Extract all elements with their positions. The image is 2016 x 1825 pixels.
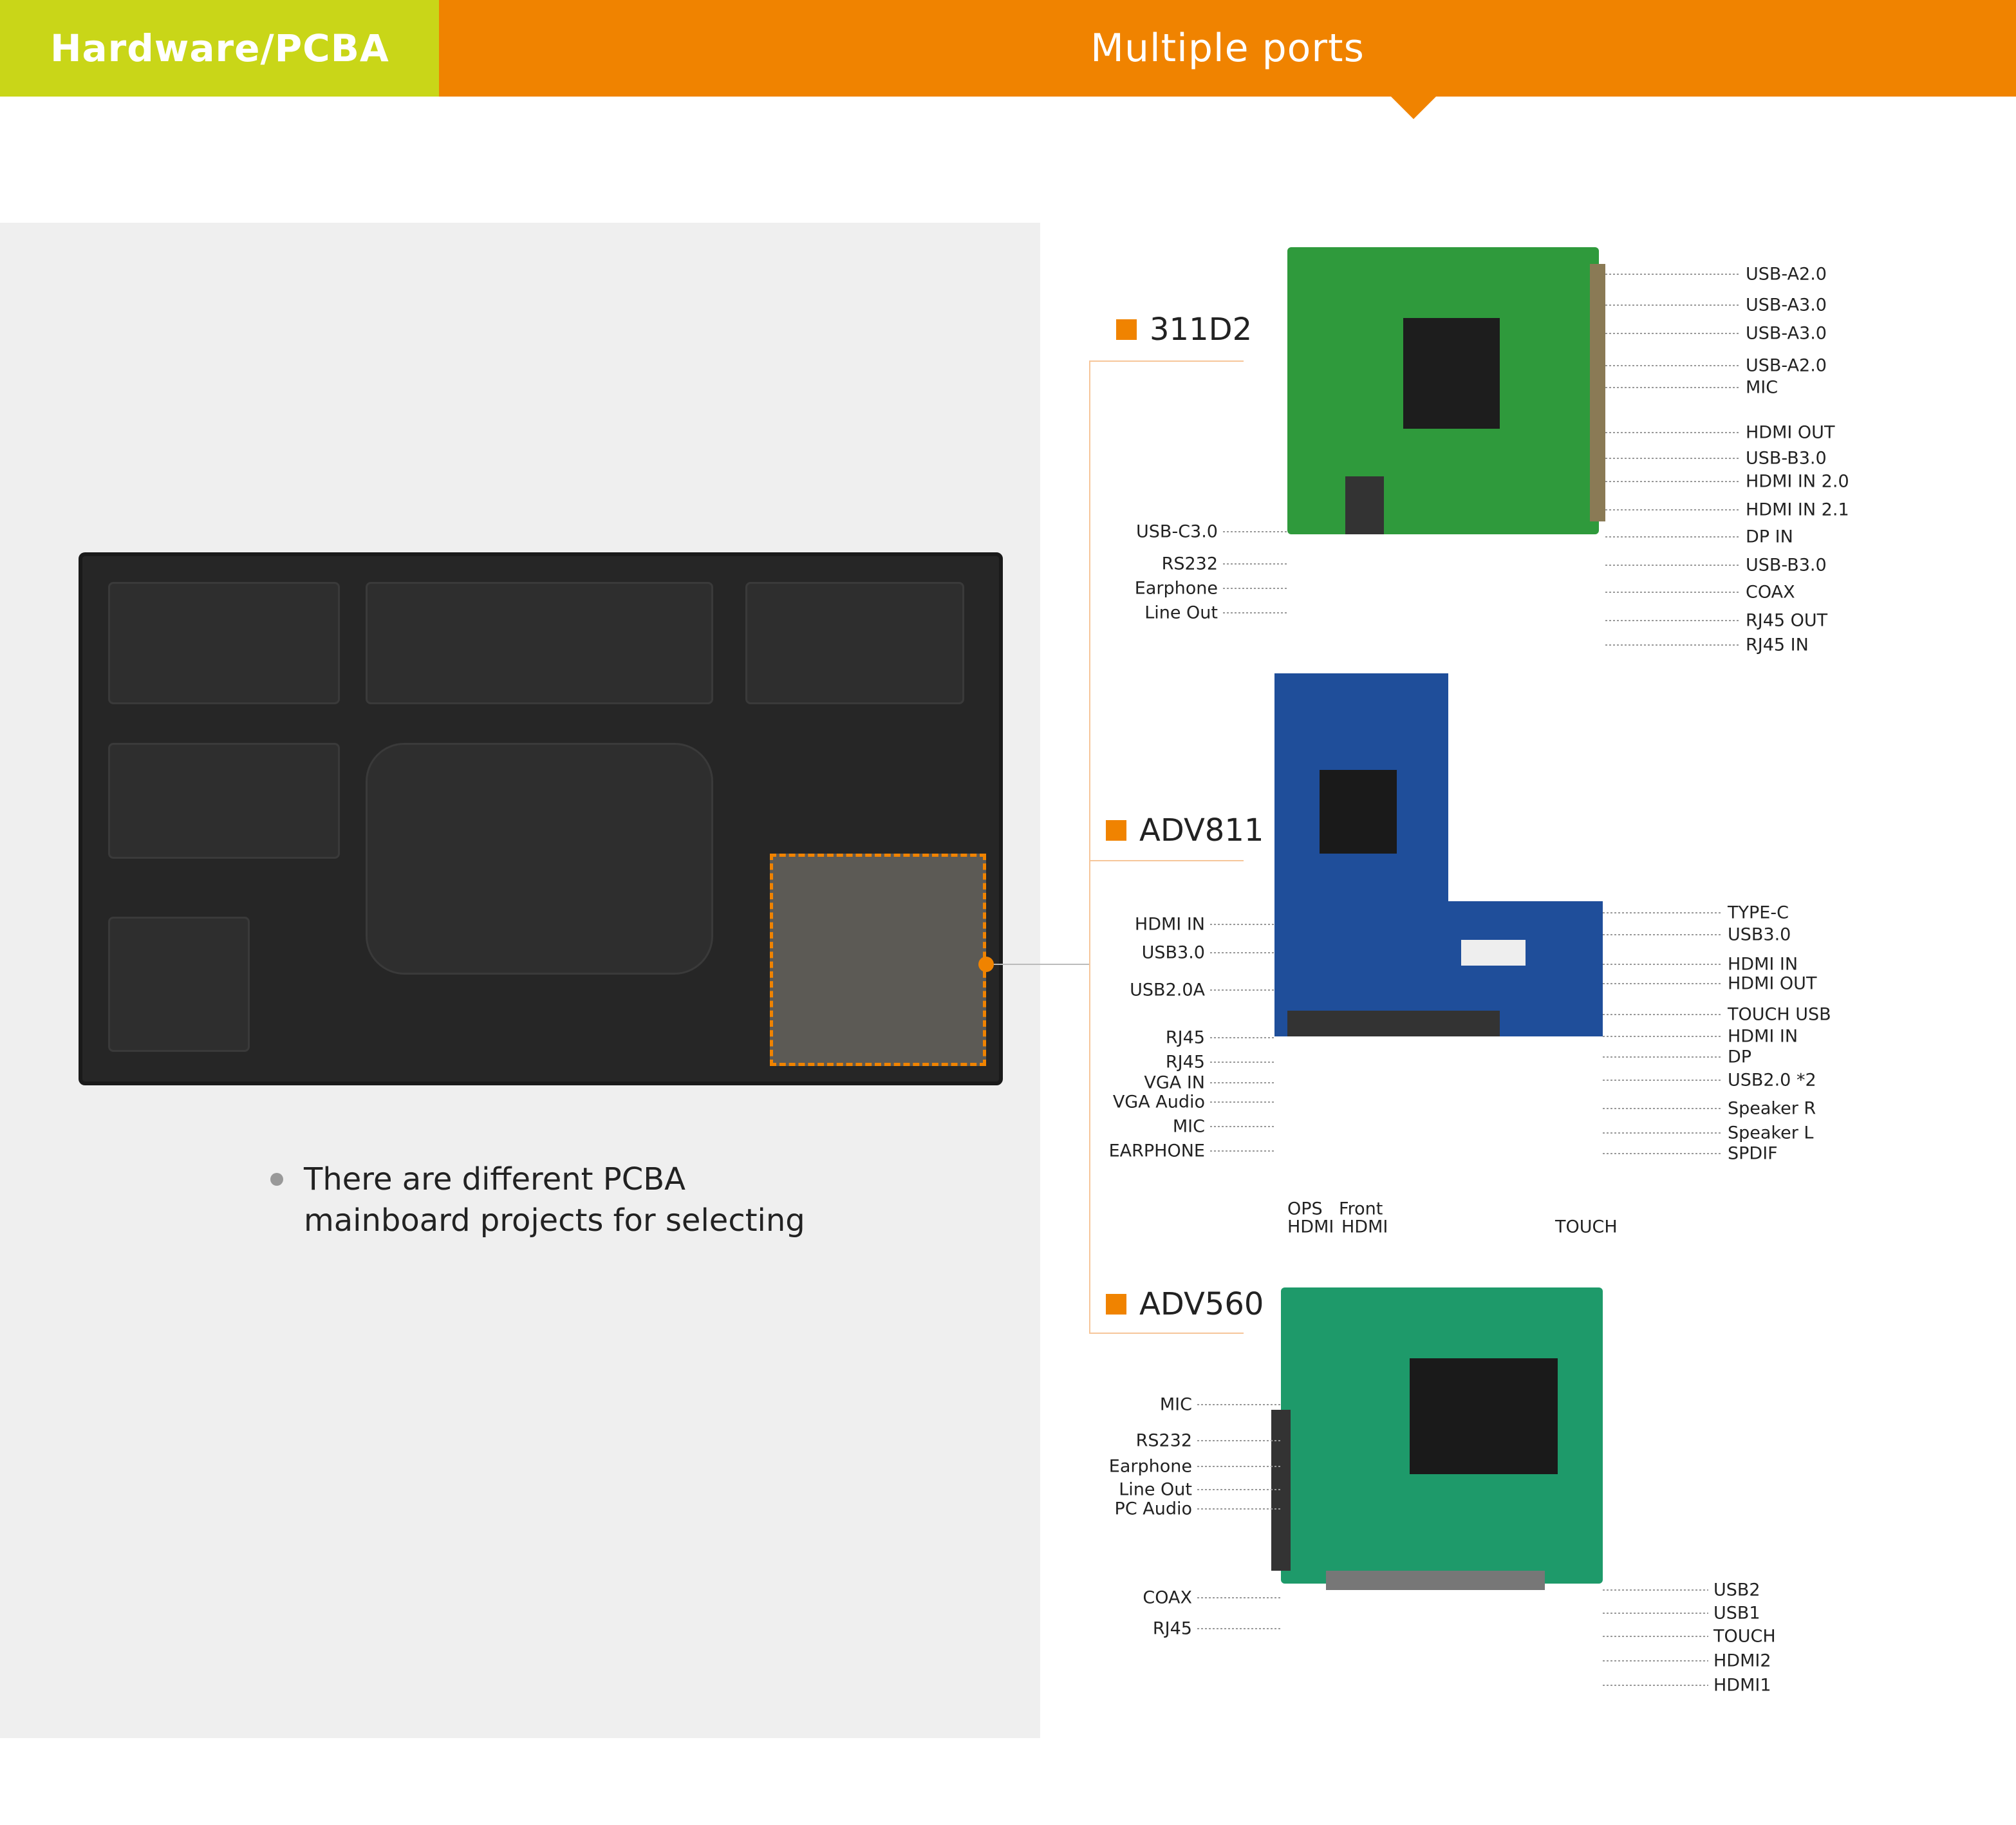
highlight-marker	[978, 957, 994, 972]
port-label: RJ45	[1165, 1027, 1205, 1048]
bullet-note: There are different PCBA mainboard proje…	[270, 1159, 805, 1241]
port-label: Speaker R	[1728, 1098, 1816, 1119]
port-label: USB1	[1713, 1603, 1760, 1624]
port-label: USB-B3.0	[1746, 555, 1827, 576]
bullet-line-1: There are different PCBA	[304, 1161, 686, 1197]
connector-line	[994, 964, 1089, 965]
board-adv560-image	[1271, 1287, 1603, 1590]
port-label: HDMI IN 2.1	[1746, 500, 1849, 520]
port-label: USB-A3.0	[1746, 323, 1827, 344]
port-label: Line Out	[1119, 1479, 1192, 1500]
port-label: USB3.0	[1141, 942, 1205, 963]
port-label: TOUCH	[1713, 1626, 1776, 1647]
port-label: DP	[1728, 1047, 1752, 1067]
port-label: VGA IN	[1144, 1072, 1205, 1093]
port-label: HDMI2	[1713, 1651, 1771, 1671]
port-label: DP IN	[1746, 527, 1793, 547]
port-label: MIC	[1172, 1116, 1205, 1137]
title-banner: Multiple ports	[439, 0, 2016, 97]
board-group-line	[1089, 362, 1090, 1334]
port-label: HDMI	[1287, 1217, 1334, 1237]
port-label: Front	[1339, 1199, 1383, 1219]
port-label: USB-A2.0	[1746, 355, 1827, 376]
port-label: RS232	[1135, 1430, 1192, 1451]
board-name: ADV560	[1139, 1286, 1264, 1322]
port-label: COAX	[1143, 1587, 1192, 1608]
bullet-dot-icon	[270, 1173, 283, 1186]
bullet-line-2: mainboard projects for selecting	[304, 1203, 805, 1239]
port-label: VGA Audio	[1112, 1092, 1205, 1112]
port-label: COAX	[1746, 582, 1795, 603]
port-label: Speaker L	[1728, 1123, 1814, 1143]
board-title-adv811: ADV811	[1106, 812, 1264, 848]
mainboard-highlight	[770, 854, 986, 1066]
port-label: EARPHONE	[1108, 1141, 1205, 1161]
port-label: USB-B3.0	[1746, 448, 1827, 469]
port-label: HDMI1	[1713, 1675, 1771, 1696]
port-label: TYPE-C	[1728, 903, 1789, 923]
category-label: Hardware/PCBA	[50, 26, 389, 70]
port-label: TOUCH	[1555, 1217, 1618, 1237]
title-underline	[1089, 360, 1244, 362]
port-label: HDMI OUT	[1746, 422, 1835, 443]
port-label: USB3.0	[1728, 924, 1791, 945]
port-label: MIC	[1746, 377, 1778, 398]
page-title: Multiple ports	[1090, 26, 1365, 71]
port-label: USB-A2.0	[1746, 264, 1827, 285]
board-311d2-image	[1287, 247, 1605, 534]
port-label: HDMI	[1341, 1217, 1388, 1237]
port-label: USB2	[1713, 1580, 1760, 1600]
port-label: OPS	[1287, 1199, 1323, 1219]
port-label: HDMI OUT	[1728, 973, 1817, 994]
orange-square-icon	[1106, 1294, 1126, 1315]
board-name: ADV811	[1139, 812, 1264, 848]
port-label: HDMI IN	[1728, 954, 1798, 975]
port-label: HDMI IN	[1728, 1026, 1798, 1047]
port-label: MIC	[1159, 1394, 1192, 1415]
board-title-adv560: ADV560	[1106, 1286, 1264, 1322]
port-label: Earphone	[1108, 1456, 1192, 1477]
port-label: Line Out	[1144, 603, 1218, 623]
port-label: SPDIF	[1728, 1143, 1778, 1164]
port-label: HDMI IN	[1134, 914, 1205, 935]
port-label: Earphone	[1134, 578, 1218, 599]
port-label: RS232	[1161, 554, 1218, 574]
port-label: RJ45 IN	[1746, 635, 1809, 655]
board-adv811-image	[1274, 673, 1603, 1036]
port-label: USB-A3.0	[1746, 295, 1827, 315]
port-label: USB2.0 *2	[1728, 1070, 1816, 1090]
port-label: RJ45	[1165, 1052, 1205, 1072]
orange-square-icon	[1106, 820, 1126, 841]
display-back-image	[79, 552, 1003, 1085]
board-name: 311D2	[1150, 312, 1253, 348]
port-label: RJ45	[1152, 1618, 1192, 1639]
title-underline	[1089, 1333, 1244, 1334]
port-label: RJ45 OUT	[1746, 610, 1828, 631]
port-label: USB-C3.0	[1136, 521, 1218, 542]
orange-square-icon	[1116, 319, 1137, 340]
banner-pointer	[1390, 96, 1437, 119]
port-label: PC Audio	[1114, 1499, 1192, 1519]
board-title-311d2: 311D2	[1116, 312, 1252, 348]
port-label: TOUCH USB	[1728, 1004, 1831, 1025]
port-label: HDMI IN 2.0	[1746, 471, 1849, 492]
port-label: USB2.0A	[1130, 980, 1205, 1000]
title-underline	[1089, 860, 1244, 861]
category-banner: Hardware/PCBA	[0, 0, 439, 97]
